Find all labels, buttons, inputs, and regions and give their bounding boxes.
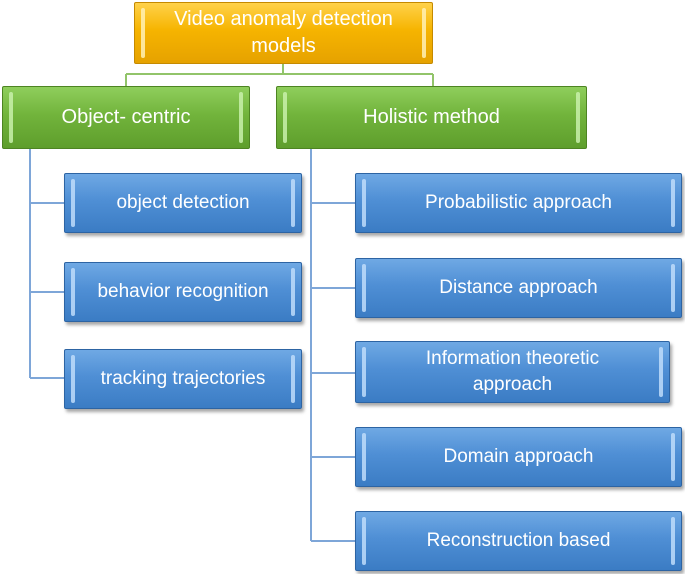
root-label: Video anomaly detection models [174,8,393,57]
branch-object-centric: Object- centric [2,86,250,149]
leaf-information-theoretic-approach: Information theoretic approach [355,341,670,403]
branch-holistic-method: Holistic method [276,86,587,149]
leaf-label: Domain approach [443,446,594,468]
leaf-label: Distance approach [439,277,598,299]
root-node: Video anomaly detection models [134,2,433,64]
leaf-object-detection: object detection [64,173,302,233]
leaf-domain-approach: Domain approach [355,427,682,487]
leaf-behavior-recognition: behavior recognition [64,262,302,322]
leaf-reconstruction-based: Reconstruction based [355,511,682,571]
leaf-label: object detection [116,192,250,214]
branch-holistic-method-label: Holistic method [363,106,500,128]
leaf-distance-approach: Distance approach [355,258,682,318]
leaf-label: Probabilistic approach [425,192,612,214]
leaf-label: behavior recognition [97,281,269,303]
leaf-label: tracking trajectories [100,368,266,390]
leaf-label: Reconstruction based [426,530,611,552]
leaf-label: Information theoretic approach [425,348,600,395]
leaf-tracking-trajectories: tracking trajectories [64,349,302,409]
branch-object-centric-label: Object- centric [61,106,191,128]
leaf-probabilistic-approach: Probabilistic approach [355,173,682,233]
